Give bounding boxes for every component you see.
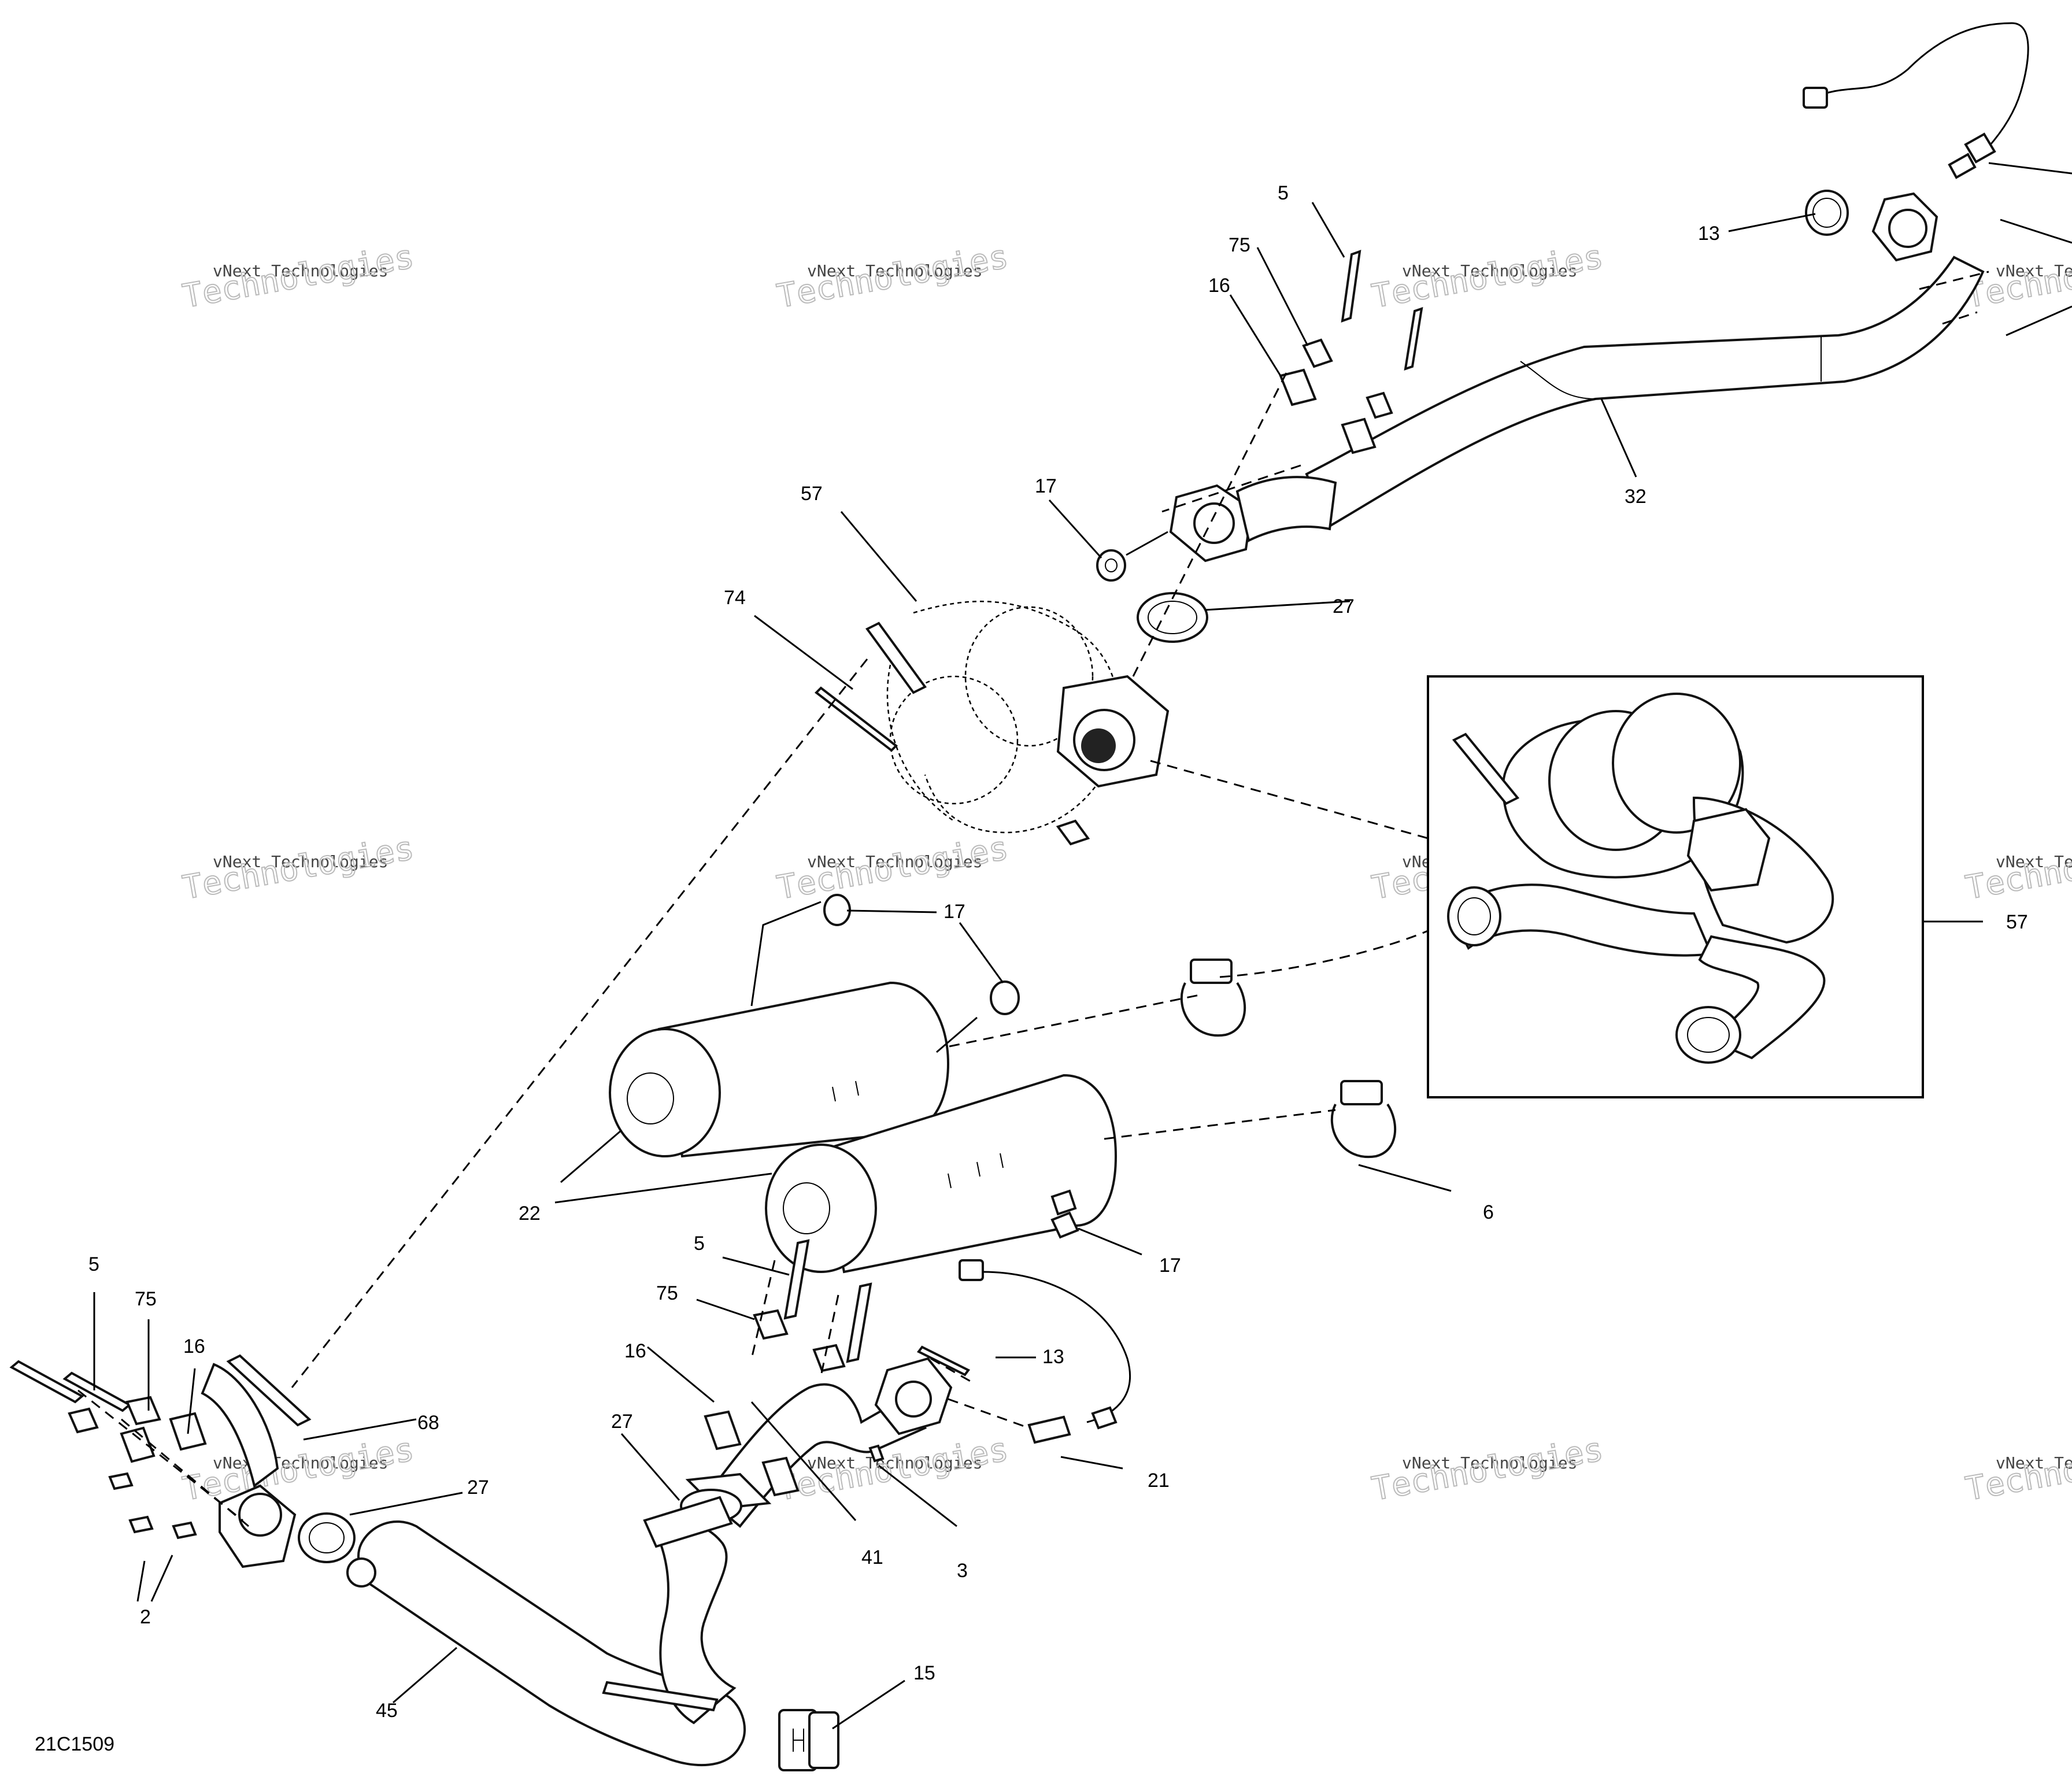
- svg-text:vNext Technologies: vNext Technologies: [807, 852, 982, 871]
- gasket-27-upper: [1137, 592, 1208, 643]
- hanger-15: [778, 1709, 839, 1771]
- watermark: vNext Technologies Technologies: [1962, 829, 2072, 908]
- callout-2: 2: [140, 1606, 151, 1628]
- callout-27: 27: [611, 1411, 633, 1433]
- callout-labels: 5 75 16 13 17 32 57 74 27 17 57 22 6 17 …: [88, 182, 2028, 1722]
- watermark: vNext Technologies Technologies: [774, 829, 1012, 908]
- svg-text:vNext Technologies: vNext Technologies: [807, 1453, 982, 1472]
- svg-text:vNext Technologies: vNext Technologies: [1996, 852, 2072, 871]
- oxygen-sensor-lower: [959, 1259, 1131, 1444]
- callout-41: 41: [861, 1546, 883, 1568]
- callout-75: 75: [656, 1282, 678, 1304]
- leader-lines: [93, 162, 2072, 1730]
- hardware-upper: [1279, 250, 1423, 454]
- callout-27: 27: [1333, 595, 1355, 617]
- svg-text:vNext Technologies: vNext Technologies: [213, 1453, 388, 1472]
- gasket-74: [814, 686, 898, 752]
- callout-5: 5: [88, 1253, 99, 1275]
- svg-text:Technologies: Technologies: [1369, 1431, 1606, 1508]
- detail-inset: [1427, 675, 1983, 1098]
- callout-17: 17: [1159, 1255, 1181, 1276]
- callout-17: 17: [944, 901, 965, 923]
- callout-15: 15: [913, 1662, 935, 1684]
- callout-75: 75: [1229, 234, 1250, 256]
- watermark: vNext Technologies Technologies: [179, 238, 417, 316]
- callout-17: 17: [1035, 475, 1057, 497]
- callout-57: 57: [2006, 911, 2028, 933]
- callout-5: 5: [1278, 182, 1289, 204]
- header-pipe-32: [1169, 192, 1985, 563]
- hardware-lower-mid: [704, 1239, 885, 1497]
- svg-text:Technologies: Technologies: [1963, 830, 2072, 907]
- svg-text:vNext Technologies: vNext Technologies: [213, 852, 388, 871]
- svg-text:vNext Technologies: vNext Technologies: [1402, 261, 1577, 280]
- callout-21: 21: [1148, 1470, 1170, 1492]
- svg-text:Technologies: Technologies: [774, 830, 1011, 907]
- hardware-lower-left: [9, 1360, 207, 1540]
- muffler-22-front: [765, 1074, 1118, 1274]
- watermark: vNext Technologies Technologies: [774, 238, 1012, 316]
- diagram-code: 21C1509: [35, 1733, 114, 1755]
- catalytic-assembly-57-ghost: [865, 601, 1170, 846]
- svg-text:Technologies: Technologies: [774, 238, 1011, 316]
- callout-16: 16: [1208, 275, 1230, 297]
- callout-3: 3: [957, 1560, 968, 1582]
- watermark: vNext Technologies Technologies: [179, 829, 417, 908]
- alignment-lines: [77, 271, 1989, 1527]
- callout-13: 13: [1042, 1346, 1064, 1368]
- svg-text:vNext Technologies: vNext Technologies: [213, 261, 388, 280]
- exhaust-pipe-45: [346, 1496, 746, 1767]
- svg-text:vNext Technologies: vNext Technologies: [1402, 1453, 1577, 1472]
- callout-75: 75: [135, 1288, 157, 1310]
- watermark: vNext Technologies Technologies: [179, 1430, 417, 1509]
- callout-27: 27: [467, 1477, 489, 1498]
- callout-6: 6: [1483, 1201, 1494, 1223]
- grommet-17-upper: [1096, 531, 1168, 582]
- callout-13: 13: [1698, 223, 1720, 245]
- svg-text:vNext Technologies: vNext Technologies: [807, 261, 982, 280]
- callout-32: 32: [1625, 486, 1646, 508]
- callout-45: 45: [376, 1700, 398, 1722]
- callout-22: 22: [519, 1202, 541, 1224]
- clamps-6: [1180, 959, 1397, 1159]
- oxygen-sensor-upper: [1803, 22, 2029, 179]
- callout-16: 16: [624, 1340, 646, 1362]
- svg-text:Technologies: Technologies: [1963, 1431, 2072, 1508]
- svg-text:Technologies: Technologies: [180, 238, 417, 316]
- svg-text:vNext Technologies: vNext Technologies: [1996, 261, 2072, 280]
- callout-16: 16: [183, 1335, 205, 1357]
- grommets-17-middle: [823, 894, 1079, 1239]
- watermark: vNext Technologies Technologies: [1962, 1430, 2072, 1509]
- gasket-27-lower-left: [298, 1512, 356, 1563]
- watermark: vNext Technologies Technologies: [1368, 1430, 1607, 1509]
- svg-text:vNext Technologies: vNext Technologies: [1996, 1453, 2072, 1472]
- callout-74: 74: [724, 587, 746, 609]
- svg-text:Technologies: Technologies: [180, 1431, 417, 1508]
- svg-text:Technologies: Technologies: [180, 830, 417, 907]
- gasket-13-lower: [916, 1345, 971, 1377]
- flange-68: [201, 1354, 312, 1568]
- callout-5: 5: [694, 1233, 705, 1255]
- callout-68: 68: [417, 1412, 439, 1434]
- svg-text:Technologies: Technologies: [1369, 238, 1606, 316]
- watermark: vNext Technologies Technologies: [1368, 238, 1607, 316]
- callout-57: 57: [801, 483, 823, 505]
- gasket-13-upper: [1805, 190, 1849, 236]
